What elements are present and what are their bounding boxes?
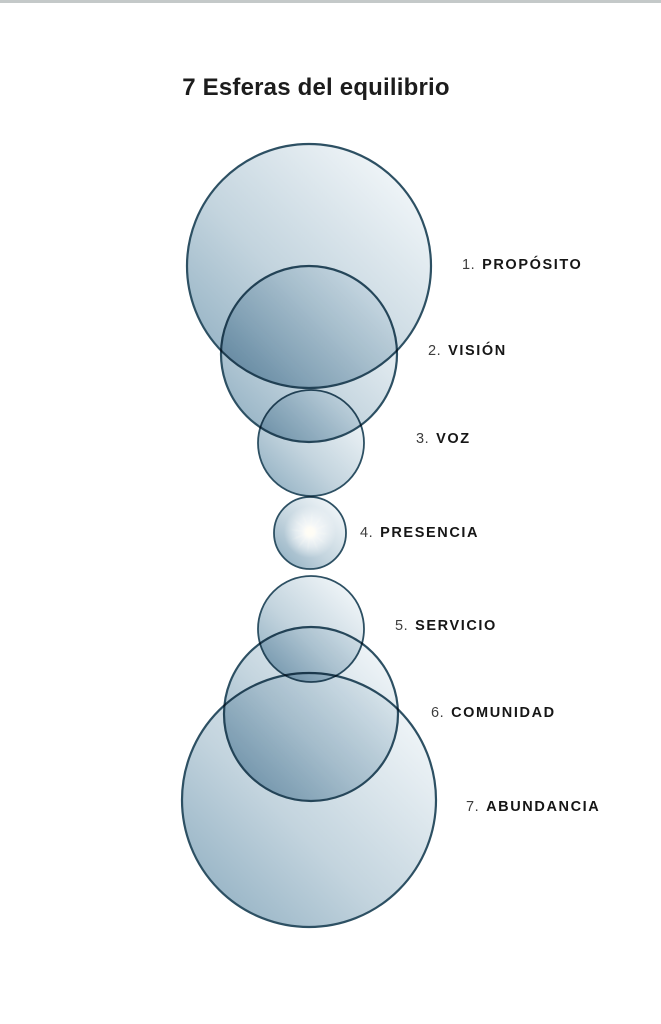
sphere-number: 1. bbox=[462, 257, 476, 273]
sphere-label-6-comunidad: 6. COMUNIDAD bbox=[431, 703, 556, 723]
sphere-label-5-servicio: 5. SERVICIO bbox=[395, 616, 497, 636]
sphere-number: 2. bbox=[428, 343, 442, 359]
starburst-icon bbox=[284, 506, 336, 558]
sphere-number: 3. bbox=[416, 431, 430, 447]
sphere-circle-3-voz bbox=[257, 389, 365, 497]
page-title: 7 Esferas del equilibrio bbox=[182, 74, 450, 101]
sphere-label-3-voz: 3. VOZ bbox=[416, 429, 471, 449]
sphere-name: COMUNIDAD bbox=[451, 705, 556, 721]
sphere-circle-7-abundancia bbox=[180, 671, 438, 929]
sphere-number: 7. bbox=[466, 799, 480, 815]
sphere-label-1-proposito: 1. PROPÓSITO bbox=[462, 255, 582, 275]
sphere-name: ABUNDANCIA bbox=[486, 799, 601, 815]
sphere-number: 5. bbox=[395, 618, 409, 634]
sphere-number: 4. bbox=[360, 525, 374, 541]
sphere-name: SERVICIO bbox=[415, 618, 497, 634]
sphere-label-4-presencia: 4. PRESENCIA bbox=[360, 523, 479, 543]
sphere-name: PROPÓSITO bbox=[482, 257, 583, 273]
sphere-label-7-abundancia: 7. ABUNDANCIA bbox=[466, 797, 600, 817]
sphere-name: VISIÓN bbox=[448, 343, 507, 359]
top-edge-line bbox=[0, 0, 661, 3]
sphere-name: VOZ bbox=[436, 431, 471, 447]
sphere-number: 6. bbox=[431, 705, 445, 721]
sphere-label-2-vision: 2. VISIÓN bbox=[428, 341, 507, 361]
sphere-name: PRESENCIA bbox=[380, 525, 480, 541]
starburst-core bbox=[305, 527, 315, 537]
